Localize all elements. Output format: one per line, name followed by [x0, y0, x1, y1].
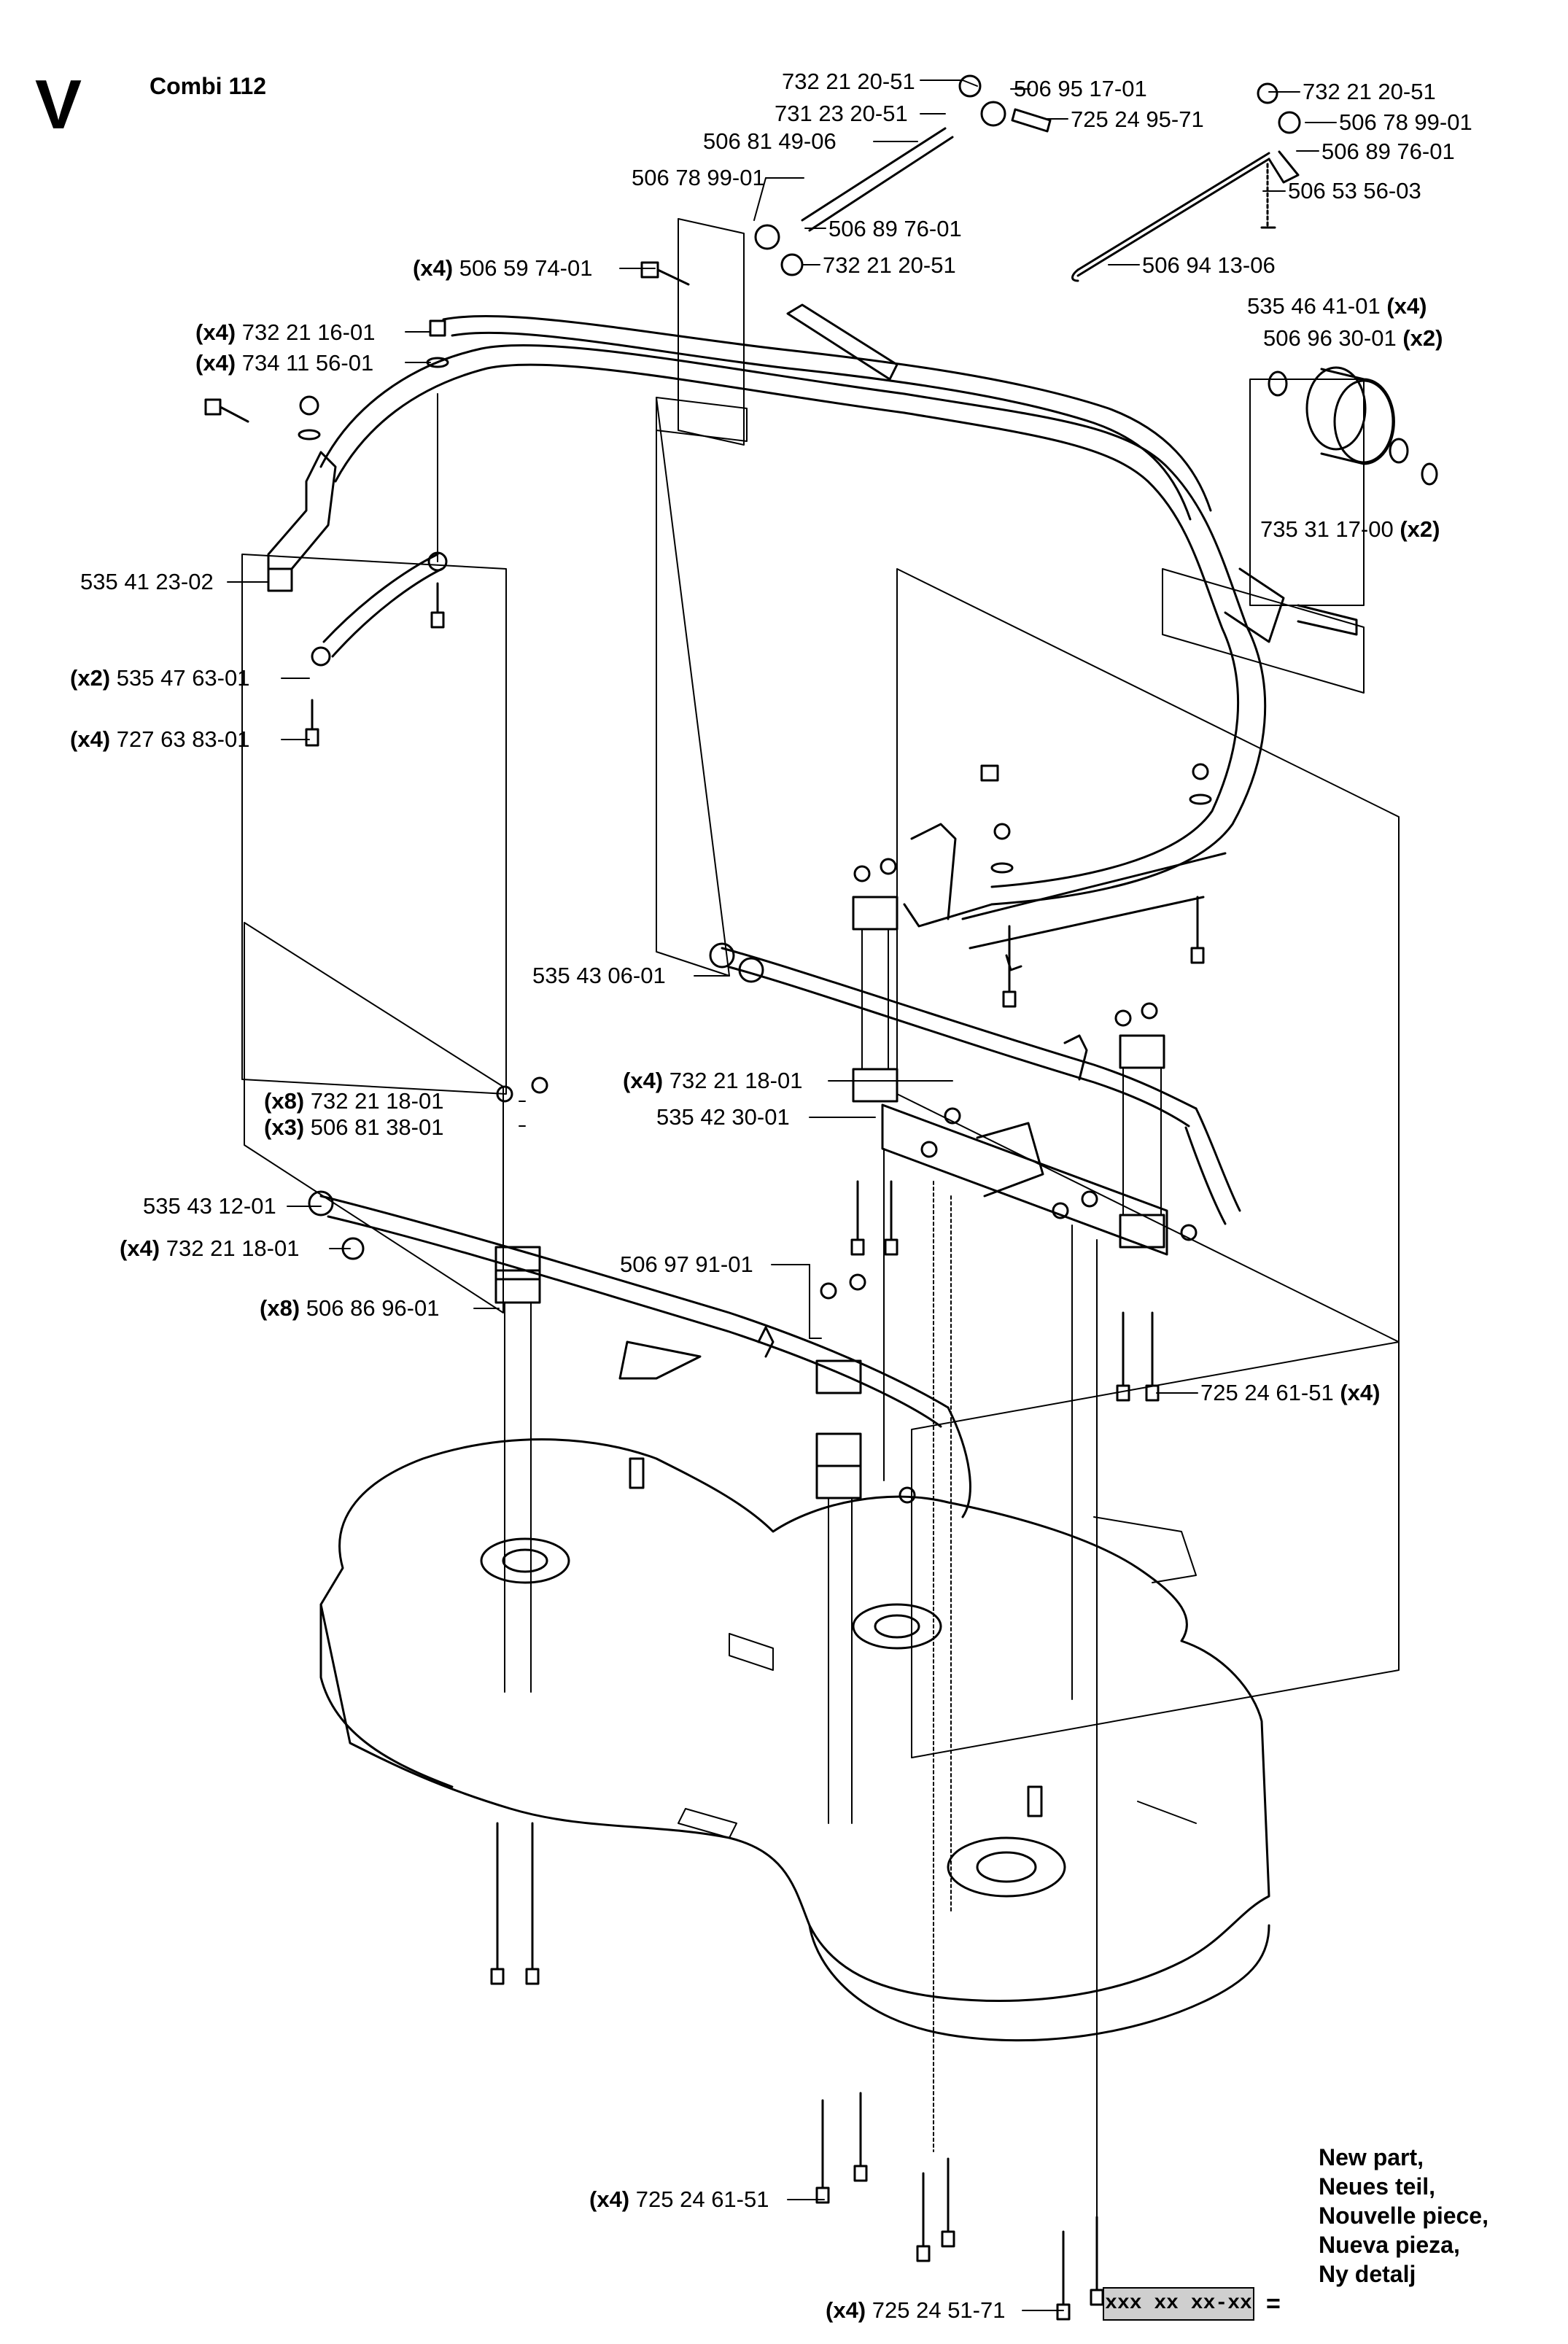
callout-label: (x8) 506 86 96-01	[260, 1295, 440, 1321]
lift-frame	[319, 303, 1358, 971]
model-title: Combi 112	[150, 73, 267, 99]
legend-equals: =	[1266, 2290, 1281, 2318]
callout-label: 535 43 06-01	[532, 963, 666, 988]
callout-label: (x4) 727 63 83-01	[70, 726, 250, 752]
callout-label: (x2) 535 47 63-01	[70, 665, 250, 691]
callout-label: 735 31 17-00 (x2)	[1260, 516, 1440, 542]
section-letter: V	[35, 66, 82, 144]
leader-lines	[227, 79, 1337, 2311]
new-part-placeholder: xxx xx xx-xx	[1103, 2287, 1254, 2321]
clamp-blocks	[494, 896, 1165, 1824]
callout-label: 506 94 13-06	[1142, 252, 1276, 278]
legend-line: Neues teil,	[1319, 2173, 1436, 2200]
callout-label: (x4) 732 21 16-01	[195, 319, 376, 345]
callout-label: 731 23 20-51	[775, 101, 908, 126]
callout-label: 725 24 61-51 (x4)	[1200, 1380, 1381, 1405]
callout-label: 535 41 23-02	[80, 569, 214, 594]
pivot-bar	[709, 942, 1241, 1225]
callout-label: 732 21 20-51	[823, 252, 956, 278]
assembly-planes	[241, 218, 1400, 1758]
callout-label: 506 81 49-06	[703, 128, 837, 154]
legend-line: Nouvelle piece,	[1319, 2203, 1489, 2229]
callout-label: (x4) 732 21 18-01	[623, 1068, 803, 1093]
lower-pivot-bar	[308, 1190, 971, 1518]
callout-label: 506 96 30-01 (x2)	[1263, 325, 1443, 351]
callout-label: 732 21 20-51	[782, 69, 915, 94]
callout-label: (x4) 725 24 51-71	[826, 2297, 1006, 2323]
new-part-legend: New part, Neues teil, Nouvelle piece, Nu…	[1319, 2143, 1489, 2289]
callout-label: 506 89 76-01	[828, 216, 962, 241]
gauge-wheel	[1268, 366, 1438, 486]
callout-label: (x4) 725 24 61-51	[589, 2186, 769, 2212]
callout-label: 506 53 56-03	[1288, 178, 1421, 203]
callout-label: 732 21 20-51	[1303, 79, 1436, 104]
deck-bolts	[490, 896, 1205, 2321]
legend-line: Ny detalj	[1319, 2261, 1416, 2287]
callout-label: (x4) 506 59 74-01	[413, 255, 593, 281]
callout-label: (x4) 732 21 18-01	[120, 1235, 300, 1261]
hardware-top-left	[204, 261, 690, 441]
link-rods	[754, 74, 1301, 282]
fastener-nuts	[496, 763, 1212, 1504]
legend-line: New part,	[1319, 2144, 1424, 2170]
callout-label: 535 42 30-01	[656, 1104, 790, 1130]
callout-label: 506 97 91-01	[620, 1251, 753, 1277]
callout-label: (x8) 732 21 18-01	[264, 1088, 444, 1114]
callout-label: 506 89 76-01	[1321, 139, 1455, 164]
callout-label: 725 24 95-71	[1071, 106, 1204, 132]
callout-label: 535 46 41-01 (x4)	[1247, 293, 1427, 319]
left-bracket	[267, 393, 448, 747]
callout-label: 506 78 99-01	[1339, 109, 1472, 135]
callout-label: (x3) 506 81 38-01	[264, 1114, 444, 1140]
cutting-deck	[319, 1438, 1270, 2042]
callout-label: 535 43 12-01	[143, 1193, 276, 1219]
legend-line: Nueva pieza,	[1319, 2232, 1460, 2258]
callout-label: 506 78 99-01	[632, 165, 765, 190]
callout-label: (x4) 734 11 56-01	[195, 350, 374, 376]
callout-label: 506 95 17-01	[1014, 76, 1147, 101]
center-support	[881, 1103, 1168, 2291]
